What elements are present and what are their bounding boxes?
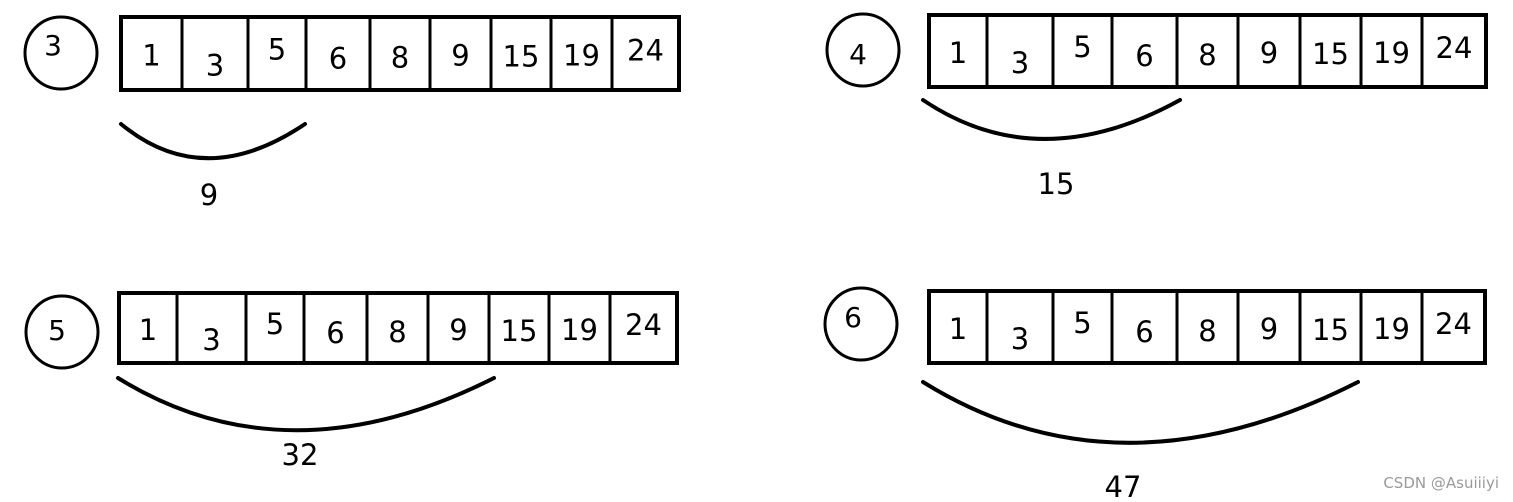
panel-5: 5 1 3 5 6 8 9 15 19 24 32 (24, 291, 679, 472)
array-cell-value: 6 (1135, 39, 1153, 73)
array-cell-value: 19 (563, 39, 600, 73)
step-label: 5 (48, 314, 66, 347)
array-cell-value: 15 (503, 40, 540, 74)
array-cell-value: 24 (625, 308, 662, 342)
array-box (119, 15, 681, 92)
step-label: 3 (44, 29, 62, 62)
step-circle (825, 12, 901, 88)
array-cell-value: 19 (561, 313, 598, 347)
array-box (117, 291, 679, 365)
array-cell-value: 19 (1373, 312, 1410, 346)
array-cell-value: 9 (1260, 36, 1278, 70)
sum-value: 15 (1038, 167, 1075, 201)
array-cell-value: 1 (142, 39, 160, 73)
array-cell-value: 3 (202, 323, 220, 357)
array-box (927, 289, 1487, 365)
array-cell-value: 1 (949, 312, 967, 346)
array-cell-value: 6 (1135, 315, 1153, 349)
array-cell-value: 6 (326, 316, 344, 350)
array-cell-value: 15 (1312, 37, 1349, 71)
array-cell-value: 6 (329, 42, 347, 76)
step-circle (24, 294, 100, 370)
array-cell-value: 15 (1312, 313, 1349, 347)
array-cell-value: 3 (1011, 46, 1029, 80)
array-cell-value: 24 (1436, 31, 1473, 65)
array-cell-value: 5 (266, 307, 284, 341)
array-cell-value: 8 (388, 315, 406, 349)
array-cell-value: 8 (1198, 314, 1216, 348)
panel-6: 6 1 3 5 6 8 9 15 19 24 47 (823, 286, 1487, 502)
array-cell-value: 5 (1073, 30, 1091, 64)
array-cell-value: 15 (501, 314, 538, 348)
array-cell-value: 5 (1073, 306, 1091, 340)
array-cell-value: 24 (1435, 307, 1472, 341)
step-label: 4 (849, 38, 867, 71)
array-cell-value: 24 (627, 34, 664, 68)
step-circle (23, 15, 99, 91)
array-cell-value: 3 (1011, 322, 1029, 356)
array-cell-value: 19 (1373, 36, 1410, 70)
array-cell-value: 9 (449, 313, 467, 347)
array-cell-value: 8 (1198, 38, 1216, 72)
watermark: CSDN @Asuiiiyi (1383, 474, 1499, 492)
array-cell-value: 8 (391, 41, 409, 75)
sum-brace (119, 122, 307, 161)
array-cell-value: 3 (206, 49, 224, 83)
sum-brace (921, 380, 1360, 445)
array-cell-value: 9 (1260, 312, 1278, 346)
sum-brace (921, 98, 1182, 141)
array-cell-value: 1 (949, 36, 967, 70)
sum-value: 32 (282, 438, 319, 472)
panel-3: 3 1 3 5 6 8 9 15 19 24 9 (23, 15, 681, 212)
array-cell-value: 5 (268, 33, 286, 67)
sum-brace (116, 376, 496, 433)
sum-value: 47 (1105, 470, 1142, 502)
array-box (927, 13, 1488, 89)
step-circle (823, 286, 899, 362)
panel-4: 4 1 3 5 6 8 9 15 19 24 15 (825, 12, 1488, 201)
sum-value: 9 (200, 178, 218, 212)
step-label: 6 (844, 301, 862, 334)
array-cell-value: 1 (139, 313, 157, 347)
array-cell-value: 9 (451, 39, 469, 73)
